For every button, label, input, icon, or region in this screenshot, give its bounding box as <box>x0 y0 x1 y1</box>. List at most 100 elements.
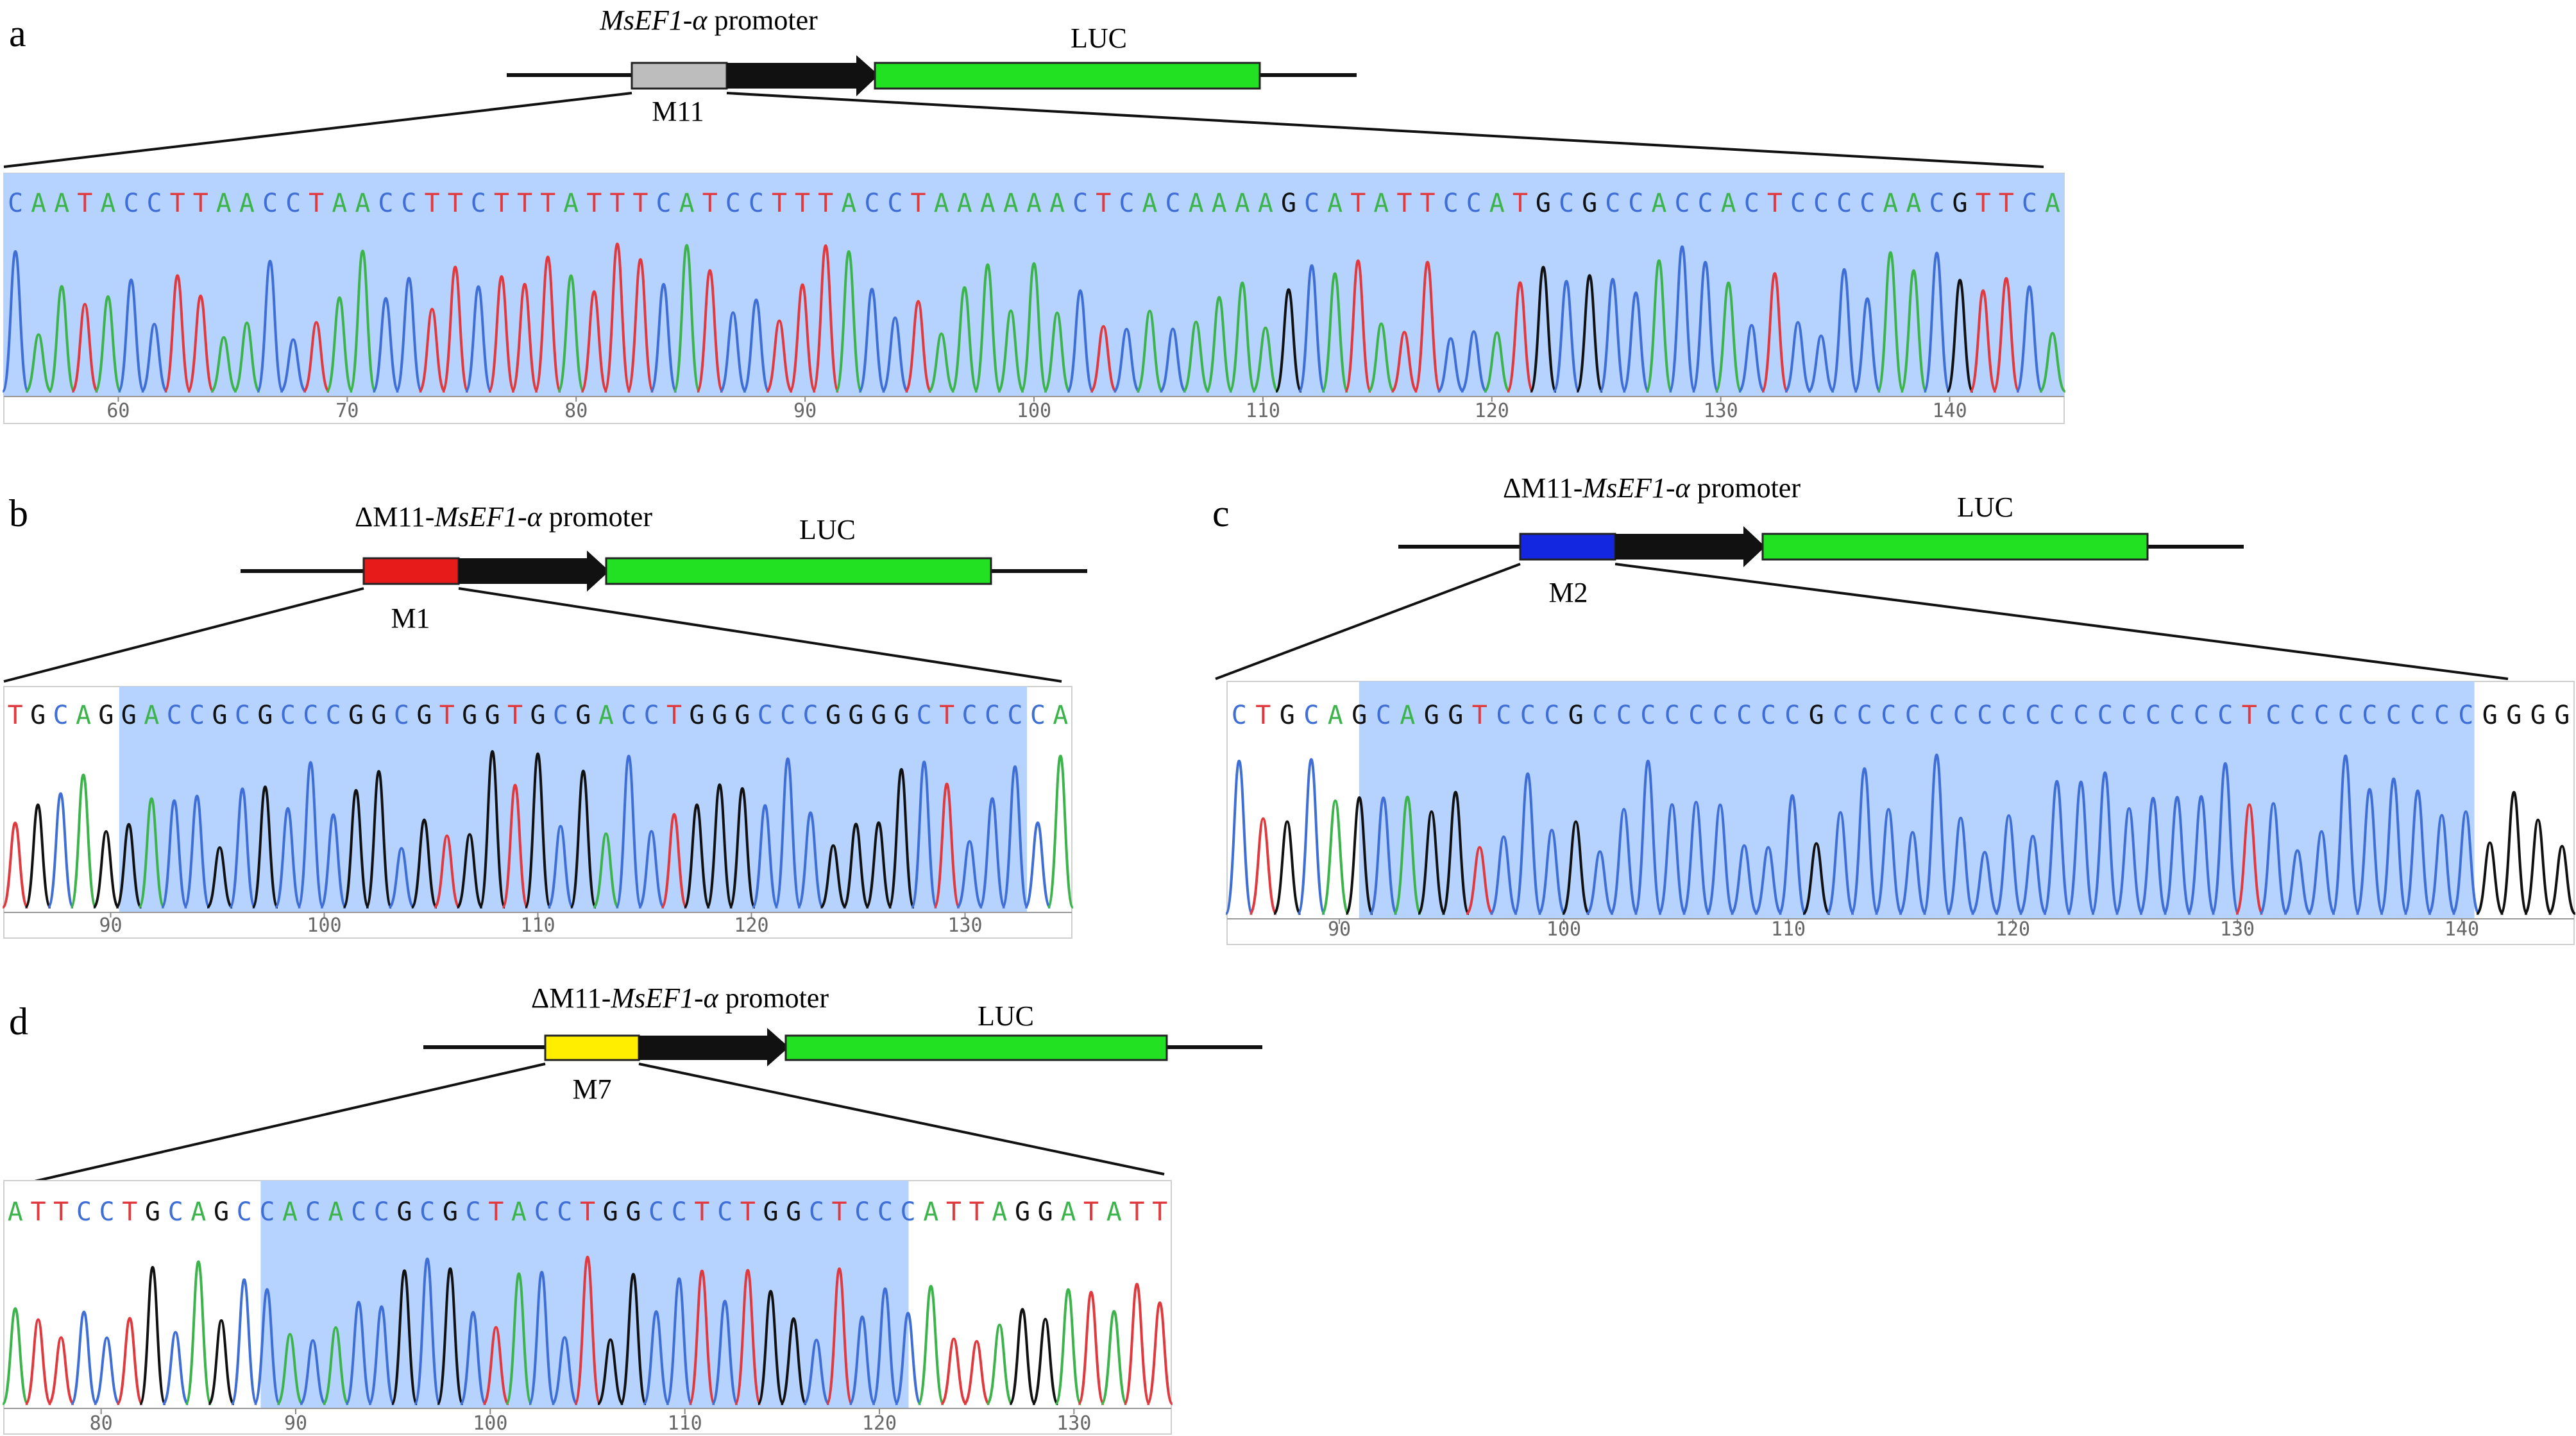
trace-peak <box>1031 1317 1060 1405</box>
trace-peak <box>619 1272 647 1405</box>
base-letter: C <box>1030 701 1046 730</box>
base-letter: A <box>1106 1197 1122 1227</box>
base-letter: C <box>1605 189 1620 218</box>
base-letter: C <box>1713 701 1728 730</box>
trace-peak <box>1182 320 1210 393</box>
base-letter: C <box>1616 701 1632 730</box>
promoter-arrow-body-d <box>639 1036 767 1060</box>
trace-peak <box>1922 252 1951 393</box>
base-letter: A <box>54 189 69 218</box>
base-letter: C <box>8 189 23 218</box>
base-letter: C <box>402 189 417 218</box>
base-letter: C <box>394 701 409 730</box>
trace-peak <box>1391 330 1418 393</box>
trace-peak <box>1046 755 1074 909</box>
trace-peak <box>649 283 678 393</box>
trace-peaks-d <box>1 1256 1174 1405</box>
base-letter: C <box>189 701 205 730</box>
trace-peak <box>1135 309 1164 393</box>
base-letter: C <box>1736 701 1752 730</box>
trace-peak <box>1158 327 1187 393</box>
trace-peak <box>728 787 756 909</box>
promoter-label-a: MsEF1-α promoter <box>599 4 818 36</box>
trace-peak <box>2038 332 2066 393</box>
base-letter: C <box>1443 189 1459 218</box>
base-letter: A <box>8 1197 23 1227</box>
trace-peak <box>1296 758 1326 915</box>
base-letter: C <box>2314 701 2329 730</box>
trace-peak <box>365 770 393 909</box>
trace-peak <box>302 321 331 393</box>
trace-peak <box>139 1265 167 1405</box>
base-letter: G <box>603 1197 618 1227</box>
base-letter: C <box>534 1197 550 1227</box>
tick-label: 100 <box>473 1412 507 1435</box>
trace-peak <box>894 1312 922 1405</box>
m1-region-box <box>362 557 460 585</box>
base-letter: C <box>1790 189 1806 218</box>
base-letter: A <box>511 1197 527 1227</box>
base-letter: G <box>894 701 909 730</box>
promoter-arrowhead-d <box>767 1028 789 1066</box>
tick-label: 70 <box>335 400 359 422</box>
tick-label: 100 <box>307 914 341 937</box>
trace-peak <box>734 1269 762 1405</box>
base-letter: C <box>644 701 659 730</box>
base-letter: C <box>1674 189 1690 218</box>
tick-label: 90 <box>284 1412 307 1435</box>
base-letter: A <box>144 701 159 730</box>
base-letter: C <box>2386 701 2402 730</box>
base-letter: C <box>854 1197 870 1227</box>
panel-letter-b: b <box>9 492 28 534</box>
trace-peak <box>2187 795 2216 915</box>
base-letter: A <box>679 189 695 218</box>
base-letter: G <box>1536 189 1551 218</box>
trace-peak <box>1344 259 1373 393</box>
trace-peak <box>115 1317 144 1405</box>
trace-peak <box>638 830 666 909</box>
trace-peak <box>2139 796 2168 915</box>
trace-peak <box>1089 325 1118 393</box>
trace-peak <box>321 1326 350 1405</box>
trace-peak <box>280 338 307 393</box>
trace-peak <box>2015 285 2044 393</box>
base-letter: A <box>1906 189 1921 218</box>
trace-peak <box>765 319 793 393</box>
base-letter: T <box>170 189 185 218</box>
trace-peak <box>1251 326 1280 393</box>
trace-peak <box>344 1301 373 1405</box>
trace-peak <box>1001 765 1029 909</box>
trace-peak <box>441 265 470 393</box>
base-letter: C <box>648 1197 664 1227</box>
base-letter: G <box>214 1197 229 1227</box>
construct-diagram-c: ΔM11-MsEF1-α promoter LUC M2 <box>1215 472 2509 680</box>
trace-peak <box>865 821 893 909</box>
trace-peak <box>2331 754 2360 915</box>
base-letter: C <box>877 1197 893 1227</box>
base-letter: C <box>2266 701 2281 730</box>
base-letter: T <box>448 189 463 218</box>
panel-letter-d: d <box>9 1000 28 1043</box>
base-letter: C <box>303 701 318 730</box>
base-letter: T <box>1976 189 1991 218</box>
base-letter: A <box>332 189 347 218</box>
trace-peak <box>413 1257 441 1405</box>
trace-peak <box>464 285 493 393</box>
base-letter: A <box>1721 189 1736 218</box>
trace-peak <box>614 755 643 909</box>
base-letter: A <box>100 189 115 218</box>
base-letter: G <box>1352 701 1367 730</box>
region-label-m11: M11 <box>652 96 704 127</box>
base-letter: C <box>2049 701 2065 730</box>
base-letter: T <box>1396 189 1412 218</box>
base-letter: G <box>2530 701 2546 730</box>
base-letter: T <box>694 1197 709 1227</box>
base-letter: A <box>1053 701 1068 730</box>
trace-peak <box>296 761 325 909</box>
trace-peak <box>342 789 370 909</box>
